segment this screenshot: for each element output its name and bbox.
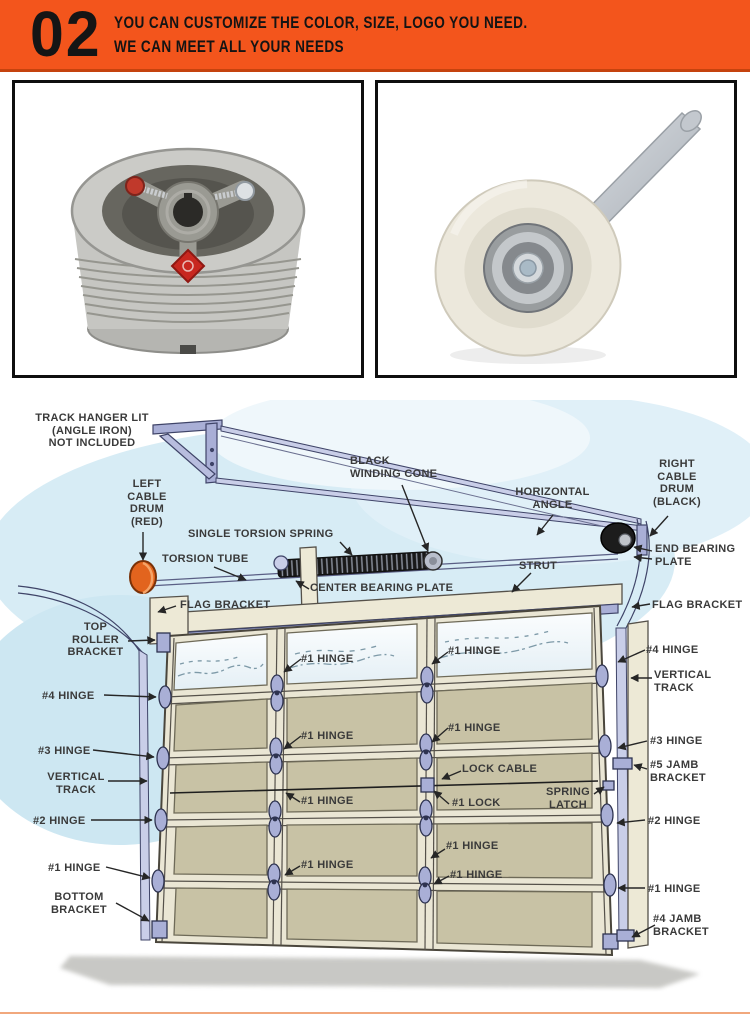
end-bearing-plate-part: [636, 524, 648, 556]
red-set-bolt: [125, 176, 168, 199]
header-line-2: WE CAN MEET ALL YOUR NEEDS: [114, 37, 345, 56]
label-center-bearing-plate: CENTER BEARING PLATE: [310, 582, 454, 594]
label-top-roller-bracket: TOP ROLLER BRACKET: [67, 621, 124, 658]
cable-drum-image: [70, 147, 306, 354]
label-vertical-track-right: VERTICAL TRACK: [654, 669, 712, 694]
label-1-lock: #1 LOCK: [452, 797, 501, 809]
lock-cable-line: [169, 780, 599, 794]
label-torsion-tube: TORSION TUBE: [162, 553, 249, 565]
right-bottom-bracket: [602, 933, 619, 950]
label-hinge1-c6: #1 HINGE: [446, 840, 499, 852]
label-hinge2-right: #2 HINGE: [648, 815, 701, 827]
bottom-divider: [0, 1012, 750, 1014]
door-lock: [420, 777, 435, 793]
label-hinge1-c8: #1 HINGE: [450, 869, 503, 881]
label-hinge1-c5: #1 HINGE: [301, 795, 354, 807]
right-jamb: [627, 620, 649, 949]
drum-notch: [180, 345, 196, 354]
right-cable-drum-part: [600, 522, 636, 554]
label-horizontal-angle: HORIZONTAL ANGLE: [515, 486, 590, 511]
label-vertical-track-left: VERTICAL TRACK: [47, 771, 105, 796]
label-hinge4-right: #4 HINGE: [646, 644, 699, 656]
floor-shadow: [60, 956, 700, 988]
header-banner: 02 YOU CAN CUSTOMIZE THE COLOR, SIZE, LO…: [0, 0, 750, 72]
label-hinge1-right: #1 HINGE: [648, 883, 701, 895]
winding-cone: [423, 551, 443, 571]
label-left-cable-drum: LEFT CABLE DRUM (RED): [127, 478, 167, 528]
door-panels: [173, 682, 593, 948]
red-diamond-sticker: [170, 248, 206, 284]
garage-door-diagram: TRACK HANGER LIT (ANGLE IRON) NOT INCLUD…: [0, 400, 750, 1012]
window-reflections: [177, 630, 569, 677]
header-line-1: YOU CAN CUSTOMIZE THE COLOR, SIZE, LOGO …: [114, 13, 528, 32]
bottom-bracket-part: [151, 920, 168, 939]
label-hinge3-right: #3 HINGE: [650, 735, 703, 747]
center-bore: [173, 197, 203, 227]
label-end-bearing-plate: END BEARING PLATE: [655, 543, 736, 568]
jamb-bracket-4-part: [616, 929, 635, 942]
label-black-winding-cone: BLACK WINDING CONE: [350, 455, 438, 480]
label-strut: STRUT: [519, 560, 558, 572]
section-number: 02: [30, 0, 102, 70]
roller-image: [434, 110, 702, 364]
label-lock-cable: LOCK CABLE: [462, 763, 538, 775]
label-right-cable-drum: RIGHT CABLE DRUM (BLACK): [653, 458, 701, 508]
roller-photo: [375, 80, 737, 378]
spring-latch-part: [602, 780, 615, 791]
label-spring-latch: SPRING LATCH: [546, 786, 590, 811]
roller-wheel: [434, 179, 622, 357]
label-hinge1-c2: #1 HINGE: [448, 645, 501, 657]
label-hinge1-c1: #1 HINGE: [301, 653, 354, 665]
label-flag-bracket-left: FLAG BRACKET: [180, 599, 271, 611]
top-roller-bracket-part: [156, 632, 171, 653]
label-track-hanger: TRACK HANGER LIT (ANGLE IRON) NOT INCLUD…: [35, 412, 149, 449]
spring-left-cap: [273, 555, 289, 571]
horizontal-angle-track: [215, 425, 645, 532]
hinge-pins: [271, 682, 430, 888]
silver-set-bolt: [214, 181, 255, 201]
label-flag-bracket-right: FLAG BRACKET: [652, 599, 743, 611]
label-arrows: [91, 484, 669, 938]
left-vertical-track: [17, 585, 151, 941]
track-hanger-bracket: [152, 419, 223, 484]
diagram-drawing: [0, 400, 750, 988]
label-jamb-bracket-5: #5 JAMB BRACKET: [650, 759, 706, 784]
garage-door: [151, 604, 635, 957]
label-hinge1-c7: #1 HINGE: [301, 859, 354, 871]
label-hinge4-left: #4 HINGE: [42, 690, 95, 702]
label-hinge3-left: #3 HINGE: [38, 745, 91, 757]
label-bottom-bracket: BOTTOM BRACKET: [51, 891, 107, 916]
jamb-bracket-5-part: [612, 757, 633, 770]
label-jamb-bracket-4: #4 JAMB BRACKET: [653, 913, 709, 938]
cable-drum-photo: [12, 80, 364, 378]
label-hinge1-c4: #1 HINGE: [448, 722, 501, 734]
window-panes: [173, 612, 593, 691]
label-hinge1-c3: #1 HINGE: [301, 730, 354, 742]
label-single-torsion-spring: SINGLE TORSION SPRING: [188, 528, 334, 540]
label-hinge2-left: #2 HINGE: [33, 815, 86, 827]
label-hinge1-left: #1 HINGE: [48, 862, 101, 874]
